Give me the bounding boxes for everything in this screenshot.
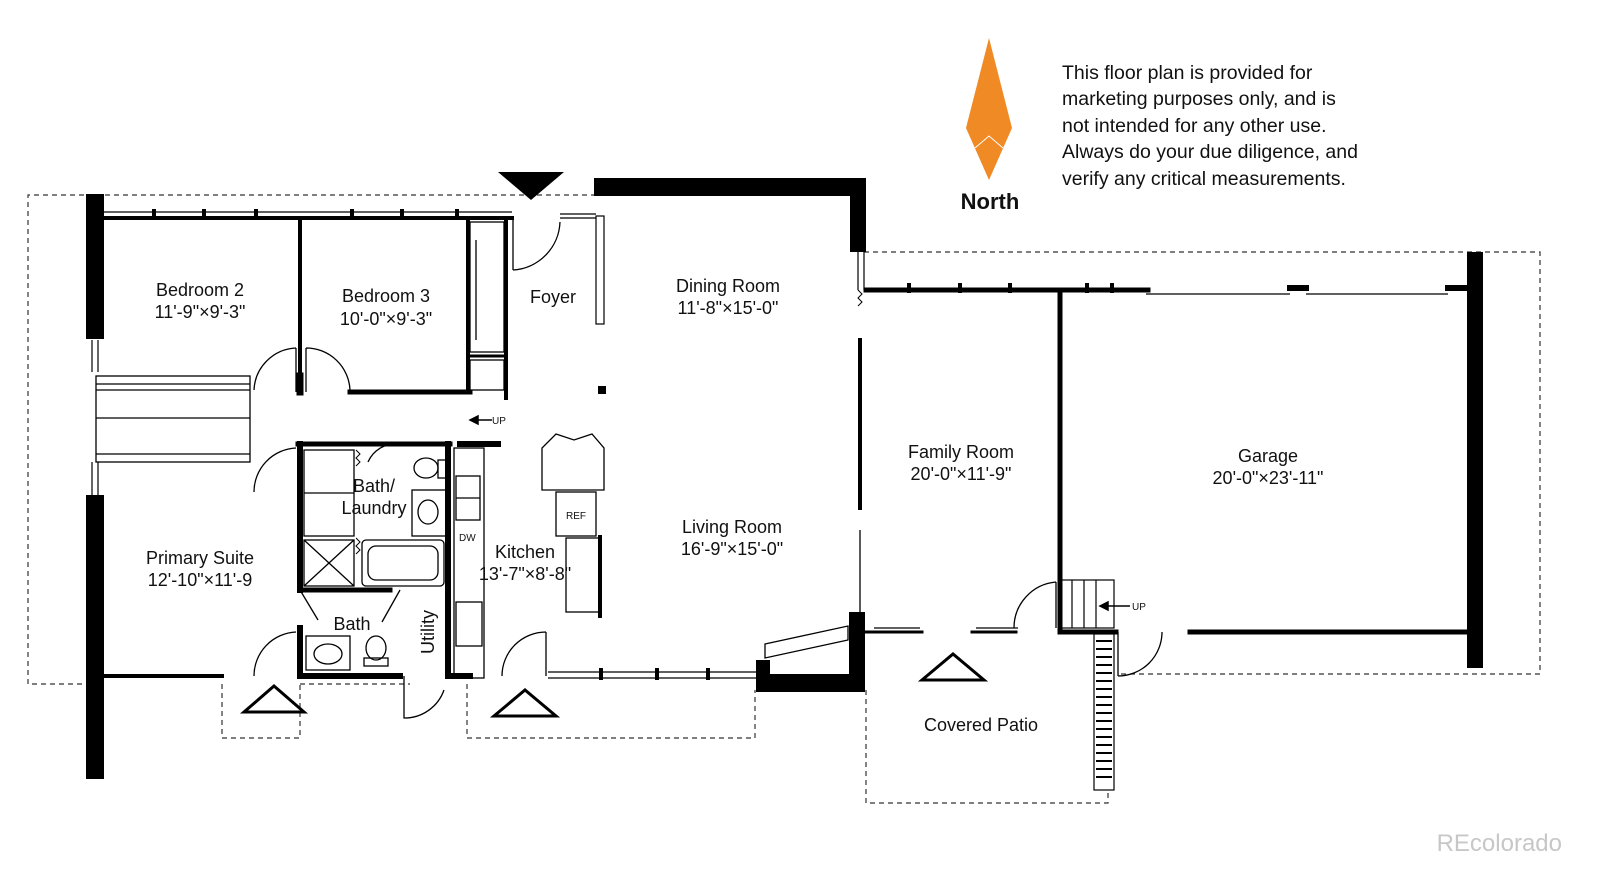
watermark: REcolorado [1436, 830, 1562, 857]
dashed-outlines [27, 194, 1541, 804]
main-entry-triangle-icon [498, 172, 564, 200]
room-name-bath-laundry-2: Laundry [341, 498, 406, 518]
room-name-living: Living Room [682, 517, 782, 537]
room-name-bedroom-2: Bedroom 2 [156, 280, 244, 300]
disclaimer-line: not intended for any other use. [1062, 114, 1327, 137]
room-dims-primary-suite: 12'-10"×11'-9 [148, 570, 253, 590]
room-dims-dining: 11'-8"×15'-0" [678, 298, 779, 318]
disclaimer-line: Always do your due diligence, and [1062, 141, 1358, 164]
room-name-covered-patio: Covered Patio [924, 715, 1038, 735]
disclaimer-text: This floor plan is provided for marketin… [1062, 60, 1422, 192]
windows [91, 211, 1448, 679]
up-label-1: UP [492, 416, 506, 427]
entry-triangle-icon [917, 652, 989, 682]
room-name-family: Family Room [908, 442, 1014, 462]
room-dims-bedroom-3: 10'-0"×9'-3" [340, 309, 432, 329]
interior-walls [102, 216, 1470, 679]
window-ticks [152, 209, 1114, 680]
entry-markers [239, 652, 989, 718]
entry-triangle-icon [489, 688, 561, 718]
bath-fixtures [303, 447, 485, 679]
room-labels: Bedroom 2 11'-9"×9'-3" Bedroom 3 10'-0"×… [146, 276, 1323, 735]
room-name-bath-laundry-1: Bath/ [353, 476, 395, 496]
room-name-kitchen: Kitchen [495, 542, 555, 562]
stairs [1059, 579, 1115, 791]
up-arrow-icon [468, 414, 1130, 612]
room-dims-kitchen: 13'-7"×8'-8" [479, 564, 571, 584]
fixture-labels: REF DW UP UP [459, 416, 1146, 613]
up-label-2: UP [1132, 602, 1146, 613]
entry-triangle-icon [239, 684, 309, 714]
room-name-utility: Utility [418, 610, 438, 654]
zigzag-marks [355, 289, 863, 555]
ref-label: REF [566, 511, 586, 522]
north-label: North [961, 189, 1020, 214]
dw-label: DW [459, 533, 476, 544]
room-dims-family: 20'-0"×11'-9" [911, 464, 1012, 484]
disclaimer-line: marketing purposes only, and is [1062, 88, 1336, 111]
room-name-primary-suite: Primary Suite [146, 548, 254, 568]
north-arrow-icon [966, 38, 1012, 180]
doors [253, 220, 1163, 719]
stair-treads [1096, 640, 1112, 778]
disclaimer-line: verify any critical measurements. [1062, 167, 1346, 190]
room-name-bath: Bath [333, 614, 370, 634]
room-name-dining: Dining Room [676, 276, 780, 296]
room-dims-living: 16'-9"×15'-0" [681, 539, 783, 559]
room-name-bedroom-3: Bedroom 3 [342, 286, 430, 306]
room-name-garage: Garage [1238, 446, 1298, 466]
room-dims-garage: 20'-0"×23'-11" [1213, 468, 1324, 488]
room-name-foyer: Foyer [530, 287, 576, 307]
room-dims-bedroom-2: 11'-9"×9'-3" [155, 302, 246, 322]
disclaimer-line: This floor plan is provided for [1062, 62, 1313, 84]
closets [95, 221, 605, 613]
exterior-walls [86, 178, 1483, 779]
